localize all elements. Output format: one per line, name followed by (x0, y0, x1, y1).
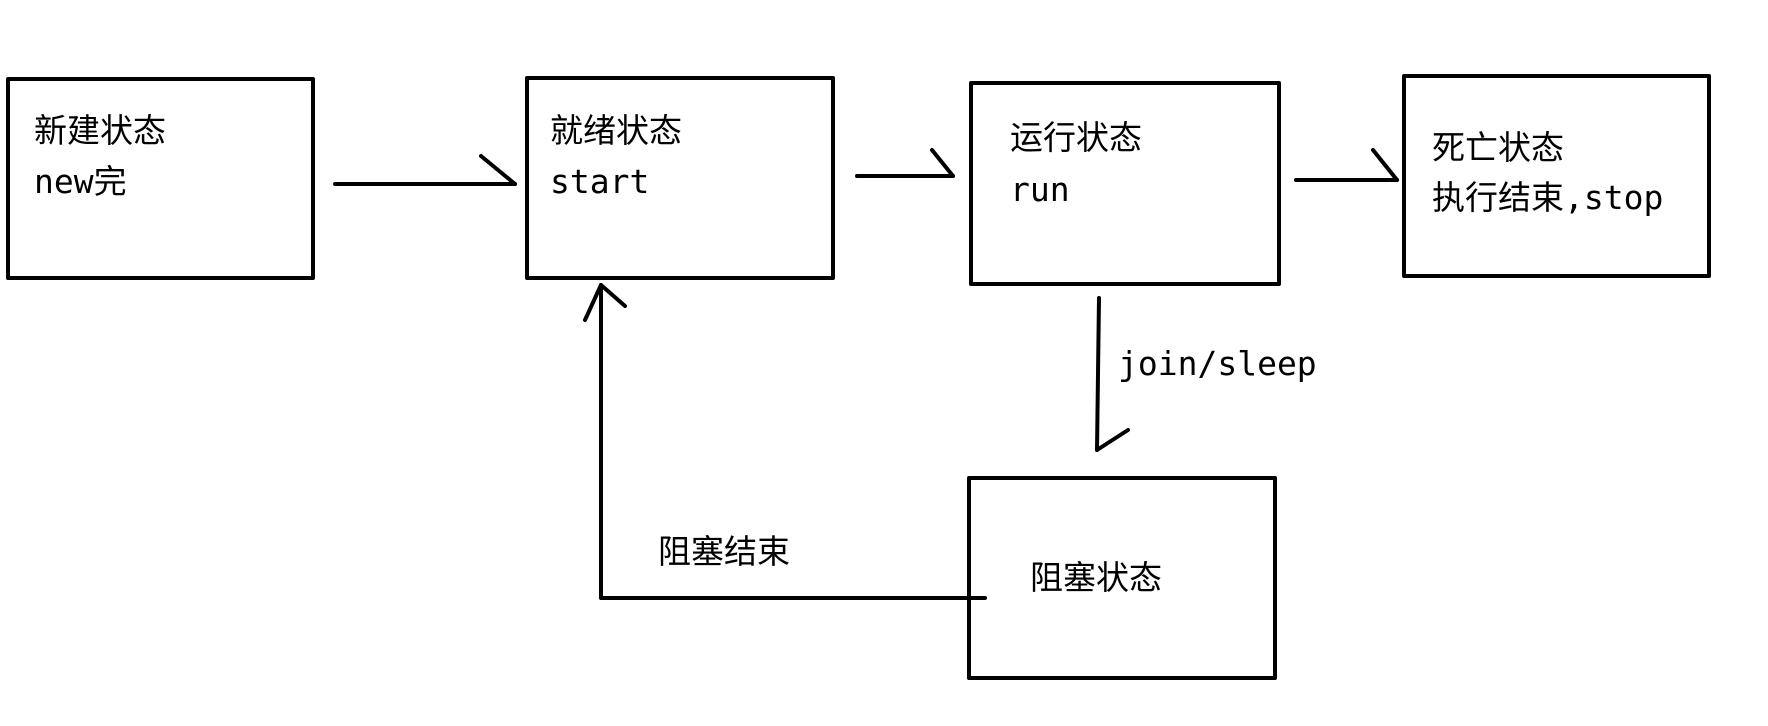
state-dead-title: 死亡状态 (1432, 128, 1564, 167)
box-blocked (967, 476, 1277, 680)
arrow-new-to-ready (333, 154, 517, 186)
state-ready-subtitle: start (550, 162, 650, 201)
state-dead-subtitle: 执行结束,stop (1432, 178, 1664, 217)
state-new-subtitle: new完 (34, 162, 127, 201)
state-ready-title: 就绪状态 (550, 111, 682, 150)
arrow-running-to-blocked (1095, 296, 1130, 452)
state-running-subtitle: run (1010, 170, 1070, 209)
state-new-title: 新建状态 (34, 111, 166, 150)
box-dead (1402, 74, 1711, 278)
box-new (6, 77, 315, 280)
state-blocked-title: 阻塞状态 (1030, 558, 1162, 597)
edge-label-join-sleep: join/sleep (1118, 344, 1317, 383)
state-running-title: 运行状态 (1010, 118, 1142, 157)
arrow-ready-to-running (855, 148, 955, 178)
arrow-blocked-to-ready (583, 283, 987, 600)
box-running (969, 81, 1281, 286)
box-ready (525, 76, 835, 280)
arrow-running-to-dead (1294, 148, 1399, 182)
edge-label-block-end: 阻塞结束 (658, 532, 790, 571)
